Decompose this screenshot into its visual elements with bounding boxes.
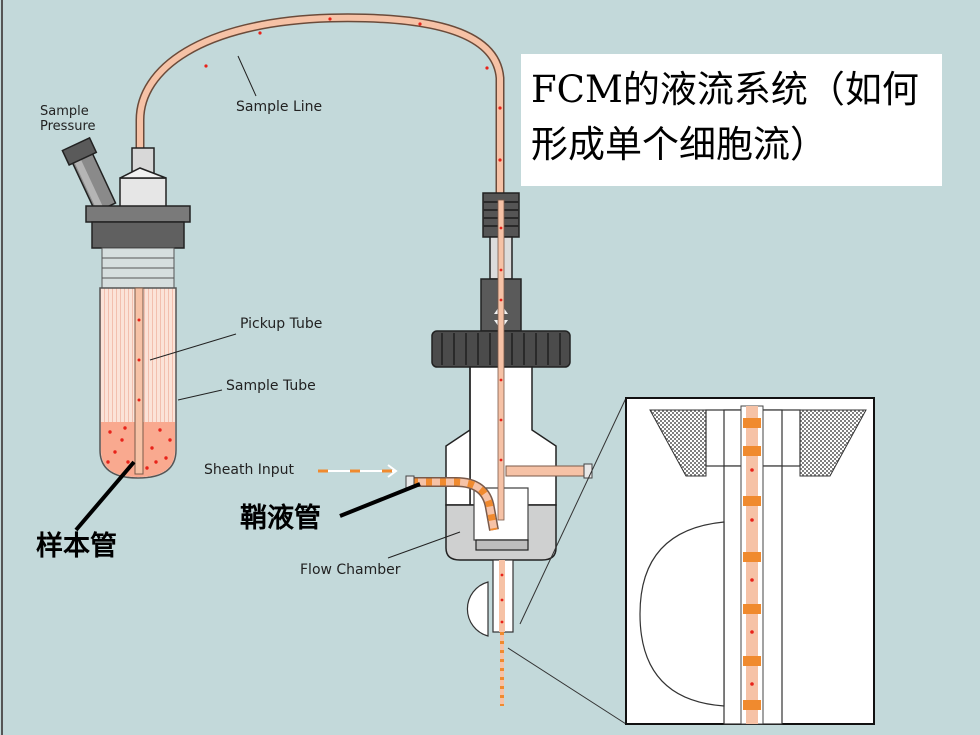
sample-line-tubing (135, 13, 505, 205)
annotation-sheath-tube: 鞘液管 (240, 503, 321, 534)
slide-title: FCM的液流系统（如何形成单个细胞流） (521, 54, 942, 186)
label-sample-line: Sample Line (236, 99, 323, 115)
label-sample-pressure-line1: Sample (40, 104, 89, 119)
leader-lines (149, 55, 461, 559)
flow-cell-assembly (405, 192, 593, 706)
label-sample-tube: Sample Tube (226, 378, 316, 394)
label-sample-pressure-line2: Pressure (40, 119, 96, 134)
flow-chamber-inset (507, 397, 875, 725)
label-flow-chamber: Flow Chamber (300, 562, 401, 578)
annotation-sample-tube: 样本管 (36, 531, 117, 562)
label-sample-pressure: Sample Pressure (40, 104, 96, 134)
label-pickup-tube: Pickup Tube (240, 316, 323, 332)
sample-tube-assembly (61, 136, 191, 479)
label-sheath-input: Sheath Input (204, 462, 295, 478)
